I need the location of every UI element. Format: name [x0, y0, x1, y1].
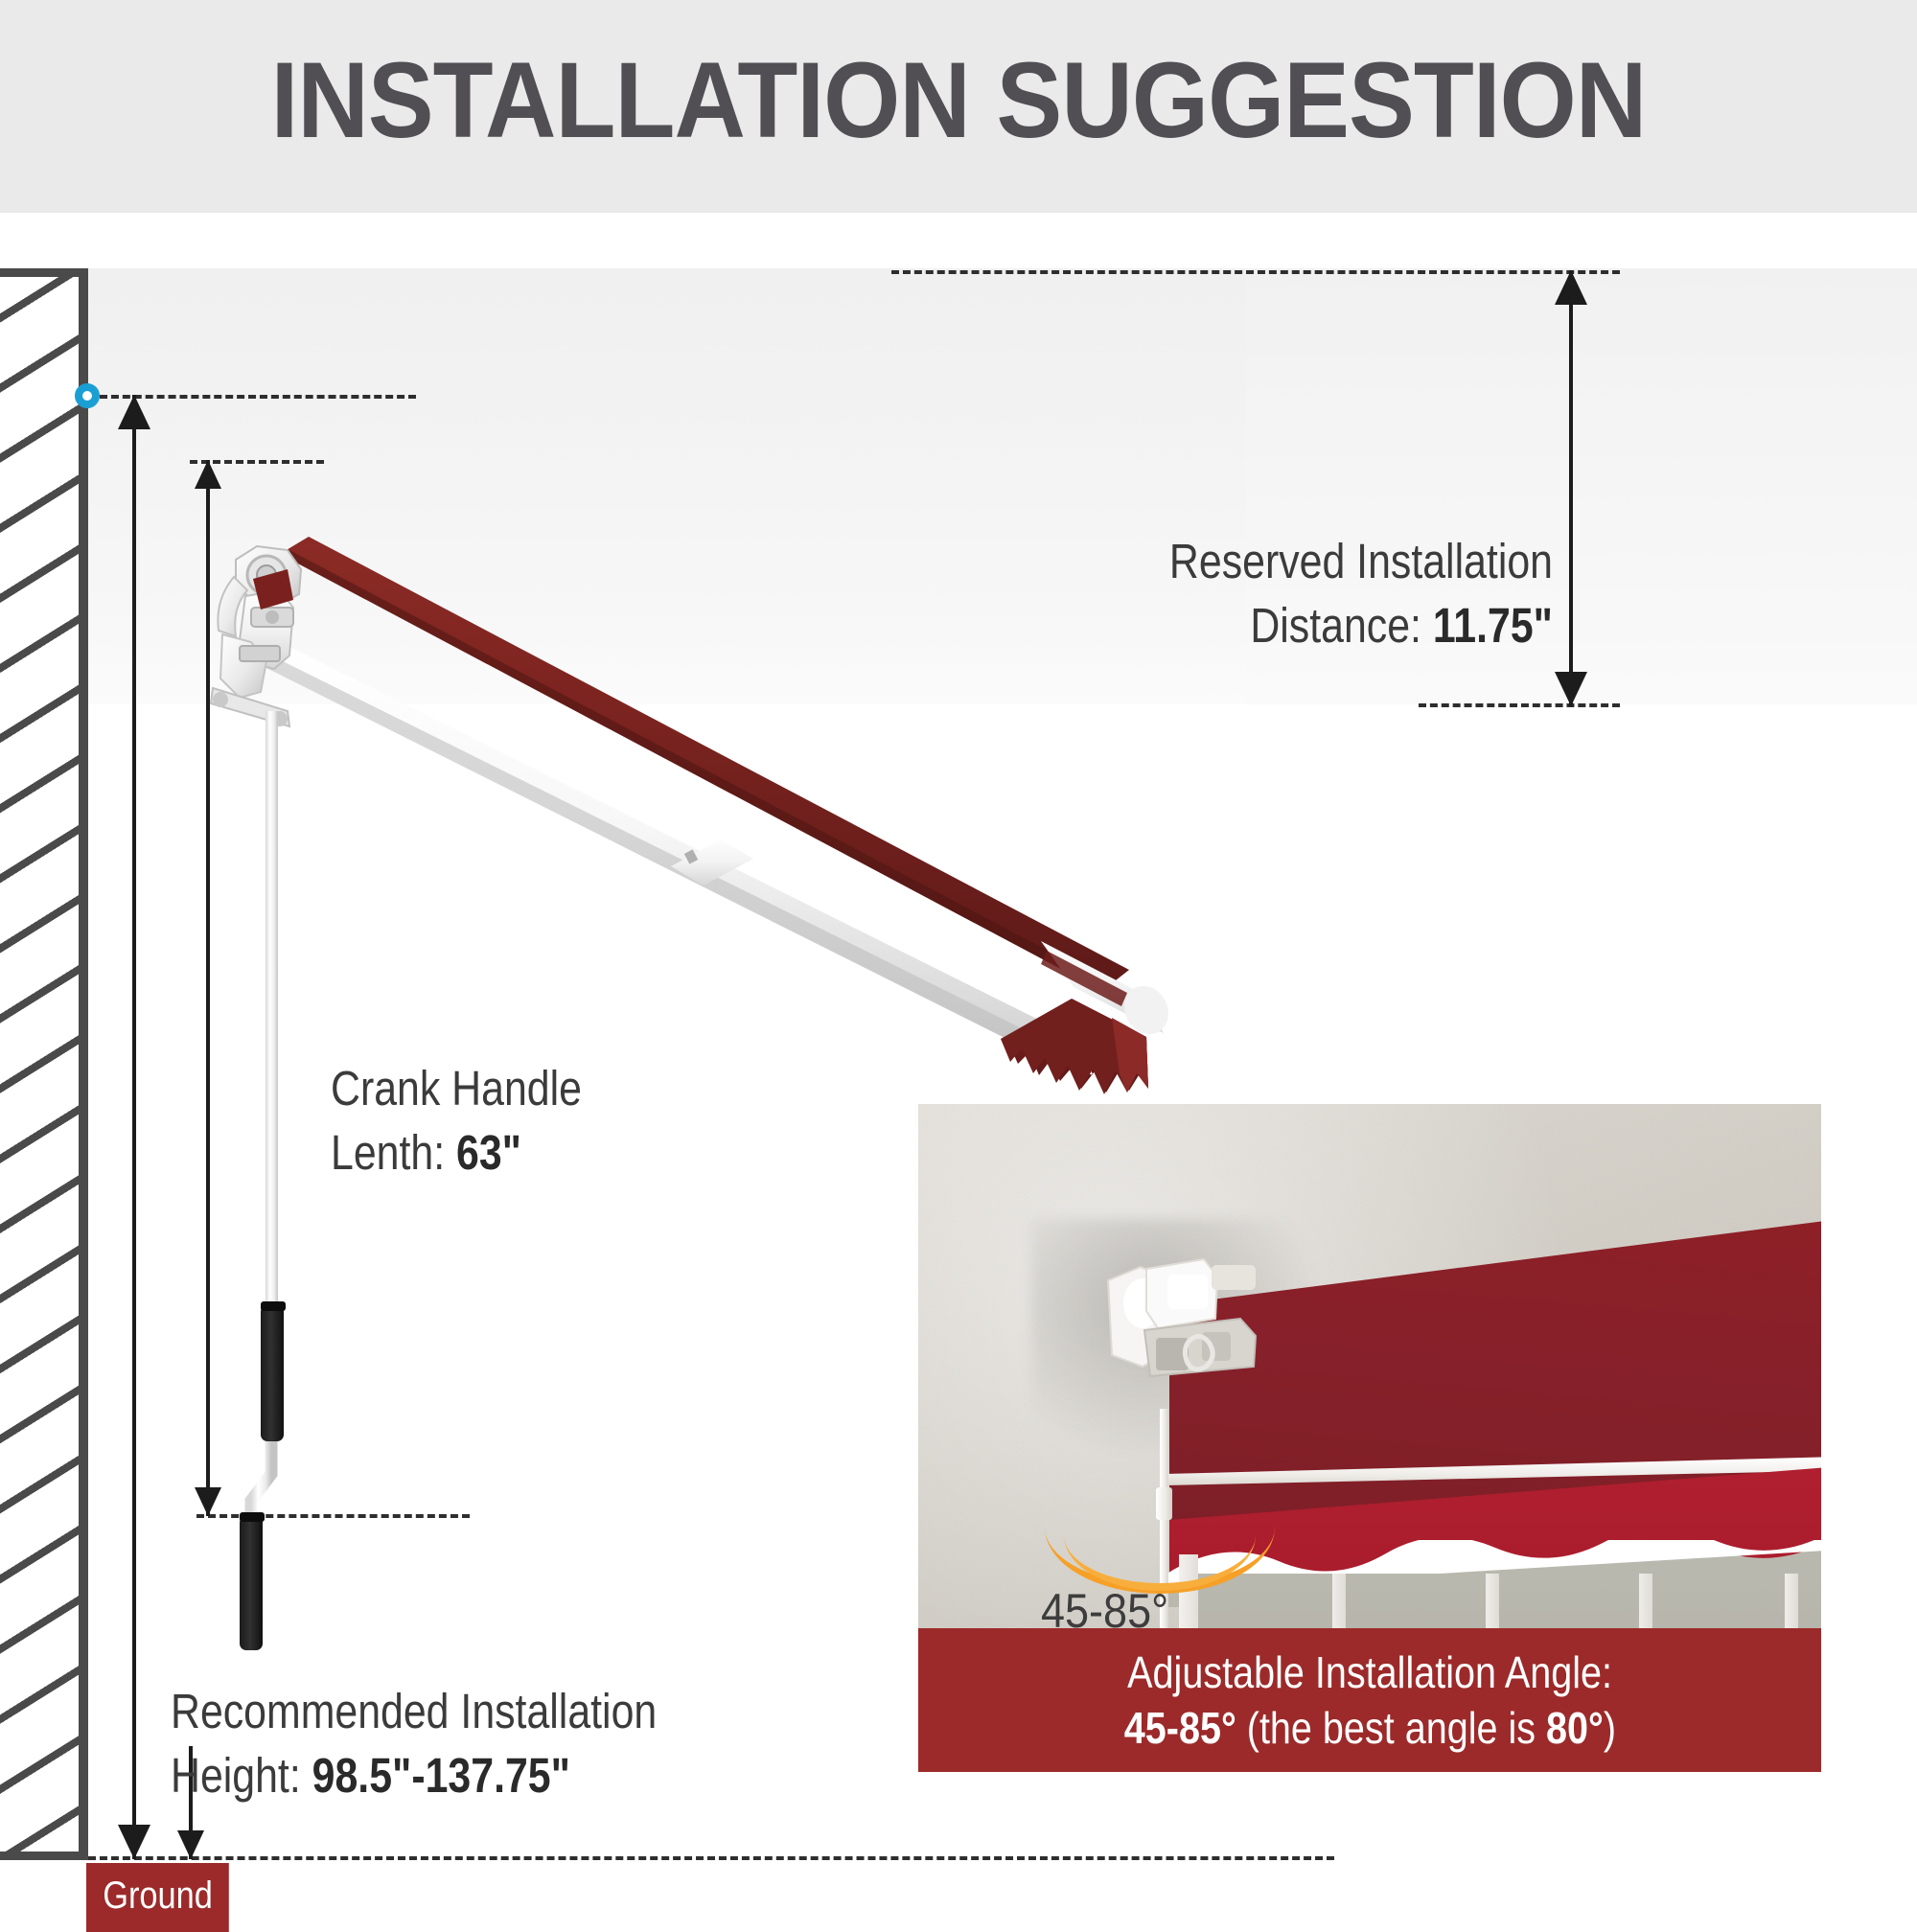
reserved-distance-label-2: Distance: [1250, 598, 1433, 653]
installation-photo: 45-85° [918, 1104, 1821, 1700]
dimension-arrow-installation-height [118, 395, 150, 1859]
caption-line-2: 45-85° (the best angle is 80°) [1123, 1700, 1615, 1756]
callout-reserved-distance: Reserved Installation Distance: 11.75" [1037, 529, 1553, 657]
caption-angle-range: 45-85° [1123, 1703, 1236, 1753]
reserved-distance-label-1: Reserved Installation [1168, 534, 1553, 588]
anchor-point-icon [75, 383, 100, 408]
caption-best-angle: 80° [1545, 1703, 1604, 1753]
reserved-distance-value: 11.75" [1432, 598, 1553, 653]
awning-valance [1001, 999, 1148, 1094]
photo-caption-banner: Adjustable Installation Angle: 45-85° (t… [918, 1628, 1821, 1772]
arrow-shaft [189, 1746, 193, 1859]
background-wash-right [1246, 268, 1917, 704]
arrow-head-down [1555, 672, 1587, 706]
crank-handle [240, 711, 286, 1650]
page-header: INSTALLATION SUGGESTION [0, 0, 1917, 213]
dimension-arrow-ground-pointer [177, 1746, 204, 1859]
awning-support-arm [257, 646, 1112, 1077]
crank-handle-label-2: Lenth: [331, 1125, 457, 1180]
guide-line-reserved-bottom [1419, 703, 1620, 707]
callout-crank-handle: Crank Handle Lenth: 63" [331, 1056, 830, 1184]
guide-line-crank-top [190, 460, 324, 464]
arrow-head-down [195, 1487, 221, 1516]
crank-handle-value: 63" [456, 1125, 521, 1180]
guide-line-anchor [100, 395, 416, 399]
caption-middle-text: (the best angle is [1236, 1703, 1546, 1753]
building-wall [0, 268, 88, 1859]
page-title: INSTALLATION SUGGESTION [270, 40, 1648, 160]
crank-handle-label-1: Crank Handle [331, 1061, 582, 1116]
installation-height-label-2: Height: [171, 1748, 312, 1803]
caption-end-text: ) [1603, 1703, 1616, 1753]
arrow-shaft [1569, 270, 1573, 706]
arrow-shaft [206, 460, 210, 1516]
installation-height-label-1: Recommended Installation [171, 1684, 658, 1738]
dimension-arrow-crank-length [195, 460, 221, 1516]
installation-height-value: 98.5"-137.75" [312, 1748, 570, 1803]
dimension-arrow-reserved-distance [1555, 270, 1587, 706]
wall-bottom-edge [0, 1852, 88, 1860]
caption-line-1: Adjustable Installation Angle: [1127, 1647, 1612, 1697]
angle-arc-icon-inner [1064, 1480, 1256, 1591]
awning-front-bar [1041, 941, 1168, 1035]
arrow-head-up [195, 460, 221, 489]
wall-hatching [0, 268, 88, 1859]
ground-label: Ground [103, 1874, 213, 1917]
arrow-head-up [118, 395, 150, 429]
callout-installation-height: Recommended Installation Height: 98.5"-1… [171, 1679, 815, 1807]
arrow-head-down [177, 1830, 204, 1859]
wall-face-edge [79, 268, 88, 1859]
diagram-stage: Reserved Installation Distance: 11.75" C… [0, 213, 1917, 1932]
guide-line-crank-bottom [196, 1514, 470, 1518]
guide-line-ground [88, 1856, 1334, 1860]
arrow-head-down [118, 1825, 150, 1859]
guide-line-reserved-top [891, 270, 1620, 274]
ground-label-badge: Ground [86, 1863, 230, 1932]
photo-wall-bracket [1106, 1257, 1258, 1378]
wall-top-edge [0, 268, 88, 277]
arrow-shaft [132, 395, 136, 1859]
arrow-head-up [1555, 270, 1587, 305]
